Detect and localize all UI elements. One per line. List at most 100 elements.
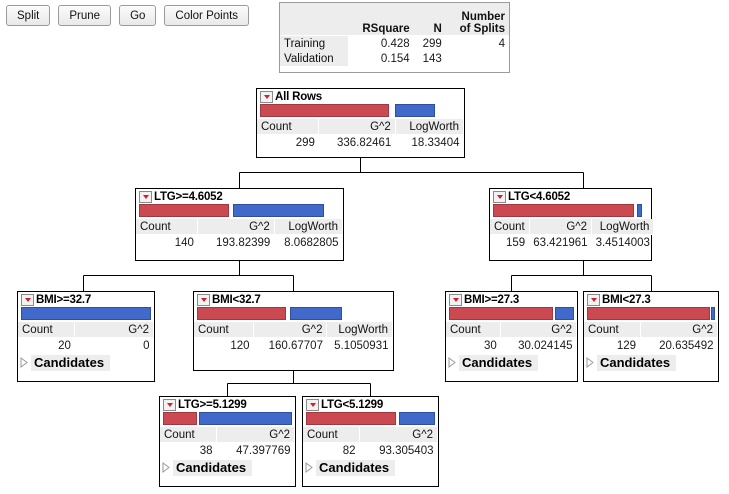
node-title: All Rows (275, 91, 322, 103)
node-proportion-bar (449, 307, 574, 320)
expand-triangle-icon[interactable] (305, 462, 313, 473)
node-title: LTG>=5.1299 (178, 399, 247, 411)
bar-segment-blue (289, 307, 342, 320)
node-menu-triangle-icon[interactable] (493, 191, 506, 203)
node-proportion-bar (587, 307, 715, 320)
stats-value-g2: 0 (143, 339, 150, 352)
node-header: LTG>=5.1299 (160, 397, 295, 412)
node-header: All Rows (257, 89, 464, 104)
stats-value-count: 30 (484, 339, 497, 352)
candidates-label: Candidates (597, 354, 677, 371)
stats-value-count: 129 (616, 339, 637, 352)
bar-segment-gap (709, 307, 712, 320)
node-menu-triangle-icon[interactable] (587, 294, 600, 306)
stats-value-logworth: 5.1050931 (334, 339, 389, 352)
candidates-row[interactable]: Candidates (20, 354, 152, 371)
expand-triangle-icon[interactable] (448, 357, 456, 368)
node-title: BMI>=32.7 (36, 294, 92, 306)
go-button[interactable]: Go (119, 5, 157, 26)
node-title: BMI<32.7 (212, 294, 261, 306)
stats-value-count: 159 (506, 236, 526, 249)
stats-header-logworth: LogWorth (591, 219, 655, 235)
stats-header-logworth: LogWorth (395, 119, 465, 135)
node-header: BMI>=27.3 (446, 292, 577, 307)
bar-segment-gap (396, 412, 399, 425)
expand-triangle-icon[interactable] (586, 357, 594, 368)
bar-segment-blue (637, 204, 642, 217)
candidates-row[interactable]: Candidates (448, 354, 575, 371)
bar-segment-gap (285, 307, 290, 320)
stats-header-count: Count (584, 322, 641, 338)
split-button[interactable]: Split (6, 5, 51, 26)
node-menu-triangle-icon[interactable] (21, 294, 34, 306)
stats-value-count: 20 (58, 339, 71, 352)
candidates-label: Candidates (173, 459, 253, 476)
candidates-row[interactable]: Candidates (586, 354, 716, 371)
node-proportion-bar (163, 412, 292, 425)
summary-col-number-line1: Number (461, 11, 505, 23)
summary-cell-rsquare: 0.428 (380, 37, 410, 50)
bar-segment-red (163, 412, 197, 425)
bar-segment-gap (634, 204, 638, 217)
toolbar: Split Prune Go Color Points (6, 5, 250, 26)
node-proportion-bar (21, 307, 151, 320)
stats-header-count: Count (160, 427, 217, 443)
node-menu-triangle-icon[interactable] (163, 399, 176, 411)
bar-segment-gap (196, 412, 200, 425)
node-title: LTG<4.6052 (508, 191, 571, 203)
node-menu-triangle-icon[interactable] (306, 399, 319, 411)
bar-segment-gap (229, 204, 234, 217)
node-proportion-bar (197, 307, 390, 320)
summary-row-label: Training (280, 35, 349, 51)
bar-segment-blue (199, 412, 292, 425)
stats-value-g2: 20.635492 (659, 339, 714, 352)
node-title: BMI>=27.3 (464, 294, 520, 306)
node-proportion-bar (493, 204, 648, 217)
candidates-row[interactable]: Candidates (305, 459, 436, 476)
prune-button[interactable]: Prune (58, 5, 112, 26)
node-title: LTG>=4.6052 (154, 191, 223, 203)
node-menu-triangle-icon[interactable] (139, 191, 152, 203)
stats-value-g2: 193.82399 (215, 236, 271, 249)
candidates-row[interactable]: Candidates (162, 459, 293, 476)
stats-value-logworth: 8.0682805 (284, 236, 339, 249)
node-proportion-bar (139, 204, 340, 217)
candidates-label: Candidates (316, 459, 396, 476)
node-menu-triangle-icon[interactable] (260, 91, 273, 103)
summary-col-number-line2: of Splits (459, 23, 505, 35)
bar-segment-gap (552, 307, 556, 320)
stats-header-g2: G^2 (197, 219, 275, 235)
node-menu-triangle-icon[interactable] (197, 294, 210, 306)
stats-header-count: Count (257, 119, 320, 135)
stats-header-count: Count (490, 219, 530, 235)
node-menu-triangle-icon[interactable] (449, 294, 462, 306)
stats-value-count: 120 (230, 339, 250, 352)
bar-segment-gap (388, 104, 395, 117)
color-points-button[interactable]: Color Points (164, 5, 250, 26)
summary-cell-rsquare: 0.154 (380, 52, 410, 65)
expand-triangle-icon[interactable] (20, 357, 28, 368)
stats-value-g2: 160.67707 (268, 339, 323, 352)
bar-segment-blue (233, 204, 324, 217)
expand-triangle-icon[interactable] (162, 462, 170, 473)
